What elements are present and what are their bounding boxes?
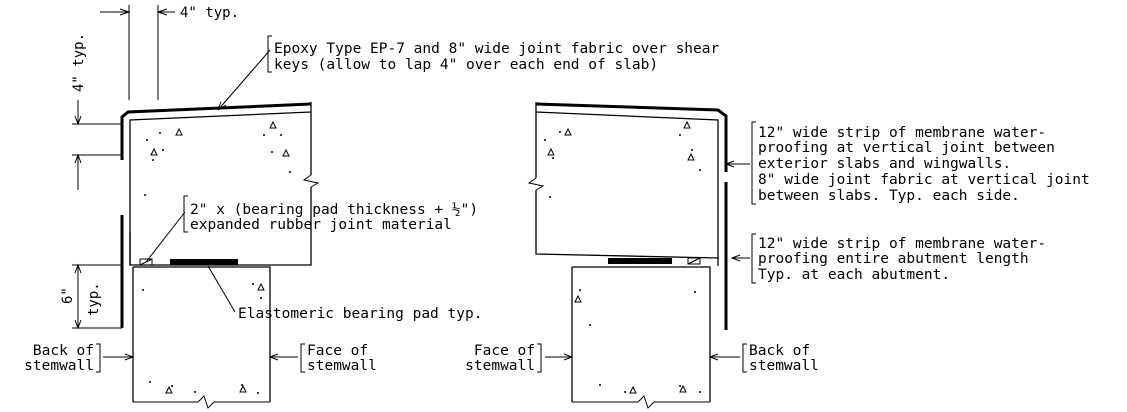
membrane-abut-line1: 12" wide strip of membrane water- (758, 236, 1046, 252)
right-face-arrow (545, 353, 574, 361)
right-bearing-pad (608, 258, 672, 264)
left-face-bracket (300, 343, 305, 373)
membrane-abut-bracket (751, 233, 756, 284)
right-back-line1: Back of (749, 343, 810, 359)
left-slab-break (302, 174, 320, 188)
membrane-vertical-line1: 12" wide strip of membrane water- (758, 125, 1046, 141)
right-back-arrow (708, 353, 740, 361)
membrane-abut-line3: Typ. at each abutment. (758, 267, 950, 283)
left-back-line1: Back of (33, 343, 94, 359)
left-face-arrow (268, 353, 298, 361)
left-slab (129, 102, 312, 266)
right-rubber-joint-hatch (687, 257, 701, 265)
pad-dim-arrows (74, 263, 82, 330)
right-slab (535, 102, 719, 259)
bearing-leader (207, 265, 236, 313)
right-back-line2: stemwall (749, 358, 819, 374)
epoxy-bracket (267, 35, 272, 73)
membrane-abut-leader (730, 254, 750, 262)
left-dim-arrow-2 (156, 8, 175, 16)
epoxy-note-line1: Epoxy Type EP-7 and 8" wide joint fabric… (274, 41, 719, 57)
right-rubber-joint (687, 257, 701, 265)
epoxy-note-line2: keys (allow to lap 4" over each end of s… (274, 57, 658, 73)
left-face-line2: stemwall (307, 358, 377, 374)
right-face-line2: stemwall (465, 358, 535, 374)
left-detail: 4" typ. 4" typ. 6" typ. (60, 5, 320, 409)
left-joint-fabric (120, 102, 312, 160)
pad-height-typ: typ. (86, 282, 102, 316)
right-face-bracket (537, 343, 542, 373)
membrane-vertical-line5: between slabs. Typ. each side. (758, 188, 1020, 204)
left-vertical-dimension: 4" typ. (71, 33, 87, 92)
rubber-bracket (183, 195, 188, 233)
right-detail (527, 102, 750, 409)
left-aggregate (142, 120, 291, 394)
membrane-vertical-bracket (751, 121, 756, 205)
right-face-line1: Face of (474, 343, 535, 359)
right-back-bracket (742, 343, 747, 373)
pad-height-dimension: 6" (60, 287, 76, 304)
rubber-note-line2: expanded rubber joint material (190, 217, 452, 233)
left-vert-dim-arrow-2 (74, 153, 82, 190)
membrane-vertical-line3: exterior slabs and wingwalls. (758, 156, 1011, 172)
right-joint-fabric (535, 102, 728, 172)
left-stemwall (132, 266, 271, 402)
right-slab-break (527, 177, 545, 191)
right-stemwall (571, 266, 711, 402)
top-typ-dimension: 4" typ. (180, 5, 239, 21)
membrane-vertical-line4: 8" wide joint fabric at vertical joint (758, 172, 1090, 188)
membrane-vertical-leader (724, 160, 750, 168)
bearing-pad-note: Elastomeric bearing pad typ. (238, 306, 482, 322)
epoxy-leader (217, 49, 271, 111)
left-back-line2: stemwall (24, 358, 94, 374)
left-vert-dim-arrow-1 (74, 100, 82, 126)
left-face-line1: Face of (307, 343, 368, 359)
left-stemwall-break (133, 395, 270, 409)
left-rubber-joint (139, 258, 153, 266)
right-aggregate (544, 120, 701, 394)
membrane-vertical-line2: proofing at vertical joint between (758, 140, 1055, 156)
right-stemwall-break (572, 395, 710, 409)
left-dim-arrow-1 (100, 8, 131, 16)
left-back-arrow (103, 353, 135, 361)
left-bearing-pad (170, 259, 238, 265)
membrane-abut-line2: proofing entire abutment length (758, 251, 1029, 267)
rubber-note-line1: 2" x (bearing pad thickness + ½") (190, 202, 478, 218)
rubber-leader (145, 211, 186, 263)
left-back-bracket (96, 343, 101, 373)
